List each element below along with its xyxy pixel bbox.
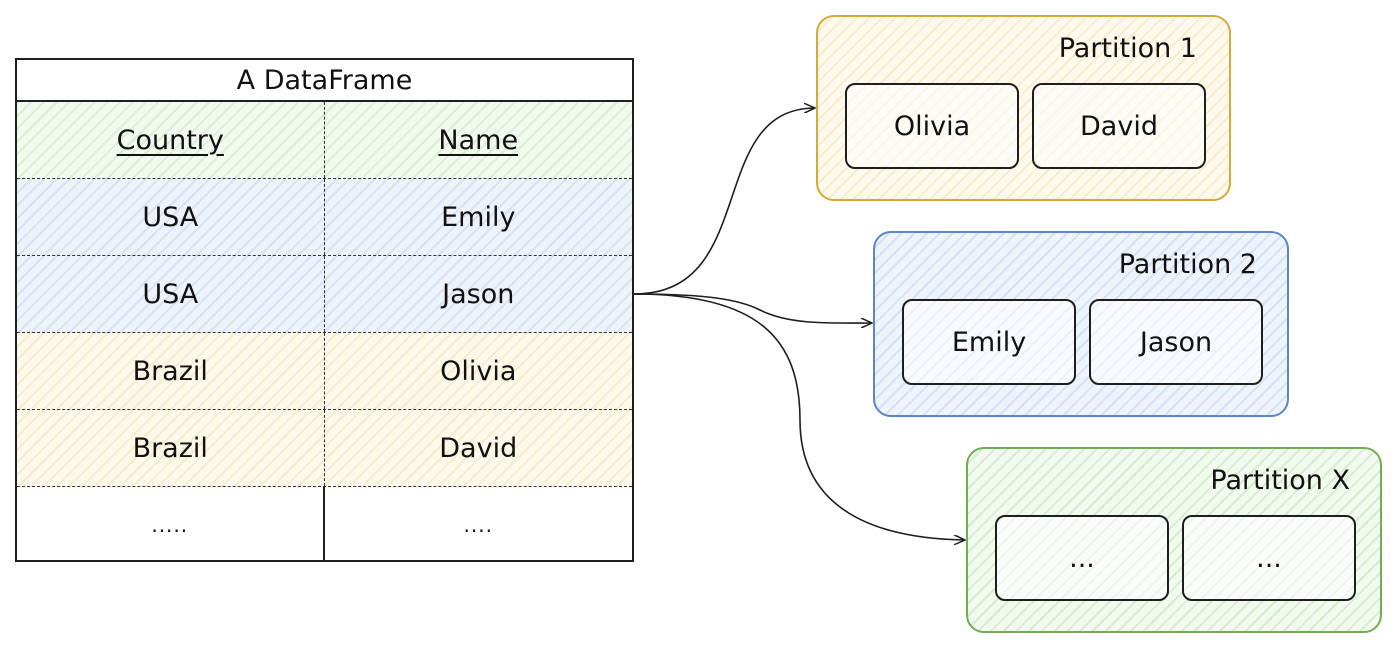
partition-2-box: Partition 2 Emily Jason <box>873 231 1289 417</box>
table-cell-country: USA <box>17 179 325 255</box>
table-cell-name: .... <box>463 512 493 537</box>
partition-x-item: ... <box>1182 515 1356 601</box>
table-cell-name: Emily <box>441 201 516 233</box>
table-cell-country: Brazil <box>17 410 325 486</box>
partition-1-item: David <box>1032 83 1206 169</box>
table-cell-name: Jason <box>442 278 515 310</box>
table-row: Brazil David <box>17 410 632 487</box>
partition-x-box: Partition X ... ... <box>966 447 1382 633</box>
table-cell-name: David <box>439 432 518 464</box>
table-cell-country: ..... <box>17 487 325 562</box>
arrow-to-partition-2 <box>633 293 871 323</box>
partition-x-label: Partition X <box>1210 465 1350 496</box>
partition-2-item: Jason <box>1089 299 1263 385</box>
table-cell-name: Olivia <box>440 355 517 387</box>
column-header-country: Country <box>17 102 325 178</box>
table-cell-country: USA <box>17 256 325 332</box>
dataframe-title: A DataFrame <box>17 60 632 102</box>
dataframe-table: A DataFrame Country Name USA Emily USA J… <box>15 58 634 562</box>
column-header-name: Name <box>438 124 519 156</box>
table-cell-country: Brazil <box>17 333 325 409</box>
table-row: USA Jason <box>17 256 632 333</box>
table-row: ..... .... <box>17 487 632 562</box>
partition-1-item: Olivia <box>845 83 1019 169</box>
table-row: Brazil Olivia <box>17 333 632 410</box>
partition-2-label: Partition 2 <box>1118 249 1257 280</box>
partition-x-item: ... <box>995 515 1169 601</box>
partition-2-item: Emily <box>902 299 1076 385</box>
table-header-row: Country Name <box>17 102 632 179</box>
partition-1-box: Partition 1 Olivia David <box>816 15 1231 201</box>
arrow-to-partition-1 <box>633 108 814 295</box>
table-row: USA Emily <box>17 179 632 256</box>
partition-1-label: Partition 1 <box>1058 33 1197 64</box>
